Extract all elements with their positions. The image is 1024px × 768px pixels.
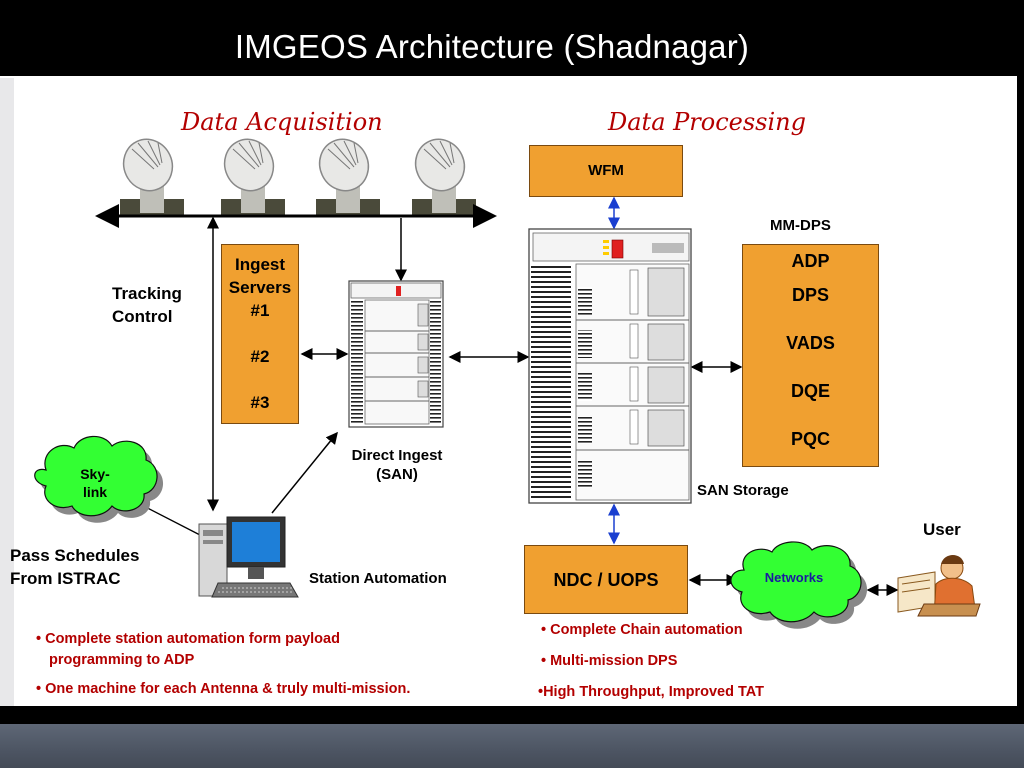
slide-left-strip <box>0 78 14 706</box>
server-rack-icon <box>348 280 444 428</box>
user-at-desk-icon <box>897 555 981 617</box>
slide-title: IMGEOS Architecture (Shadnagar) <box>234 28 750 65</box>
tracking-control-label: Tracking Control <box>112 282 182 328</box>
desktop-computer-icon <box>198 516 299 598</box>
mm-dps-item-dqe: DQE <box>790 381 830 401</box>
direct-ingest-line1: Direct Ingest <box>351 447 443 464</box>
heading-data-acquisition: Data Acquisition <box>181 108 383 136</box>
automation-to-ingest-arrow <box>271 431 338 514</box>
mm-dps-label: MM-DPS <box>770 217 831 234</box>
pass-schedules-label: Pass Schedules From ISTRAC <box>10 544 139 590</box>
mm-dps-item-vads: VADS <box>786 333 835 353</box>
pass-schedules-line2: From ISTRAC <box>10 569 121 588</box>
ingest-server-3: #3 <box>250 393 270 412</box>
ingest-servers-line2: Servers <box>228 278 292 297</box>
footer-band <box>0 724 1024 768</box>
mm-dps-box <box>742 244 879 467</box>
ingest-servers-box <box>221 244 299 424</box>
mm-dps-item-adp: ADP <box>791 251 830 271</box>
user-label: User <box>923 520 961 539</box>
mm-dps-item-pqc: PQC <box>790 429 830 449</box>
direct-ingest-line2: (SAN) <box>376 466 418 483</box>
left-bullet-1-line2: programming to ADP <box>49 652 195 668</box>
tracking-line1: Tracking <box>112 284 182 303</box>
antenna-dish-icon <box>412 138 476 217</box>
networks-label: Networks <box>764 570 824 585</box>
right-bullet-2: • Multi-mission DPS <box>541 653 678 669</box>
right-bullet-3: •High Throughput, Improved TAT <box>538 684 765 700</box>
ndc-uops-box <box>524 545 688 614</box>
antenna-dish-icon <box>221 138 285 217</box>
server-rack-icon <box>528 228 692 504</box>
skylink-line1: Sky- <box>80 466 110 482</box>
ingest-servers-line1: Ingest <box>234 255 286 274</box>
heading-data-processing: Data Processing <box>608 108 806 136</box>
cloud-icon <box>730 541 868 629</box>
title-bar <box>0 0 1024 78</box>
antenna-dish-icon <box>316 138 380 217</box>
skylink-label: Sky- link <box>60 465 130 501</box>
wfm-label: WFM <box>588 162 624 179</box>
left-bullet-1-line1: • Complete station automation form paylo… <box>36 631 340 647</box>
antenna-dish-icon <box>120 138 184 217</box>
left-bullet-2: • One machine for each Antenna & truly m… <box>36 681 411 697</box>
cloud-icon <box>34 435 164 523</box>
wfm-box <box>529 145 683 197</box>
right-bullet-1: • Complete Chain automation <box>541 622 743 638</box>
ndc-uops-label: NDC / UOPS <box>553 570 659 590</box>
direct-ingest-label: Direct Ingest (SAN) <box>340 446 454 484</box>
ingest-servers-label: Ingest Servers #1 #2 #3 <box>221 253 299 414</box>
station-automation-label: Station Automation <box>309 570 447 587</box>
mm-dps-items: ADP DPS VADS DQE PQC <box>742 249 879 463</box>
ingest-server-1: #1 <box>250 301 270 320</box>
skylink-line2: link <box>82 484 108 500</box>
tracking-line2: Control <box>112 307 173 326</box>
mm-dps-item-dps: DPS <box>791 285 829 305</box>
san-storage-label: SAN Storage <box>697 482 789 499</box>
ingest-server-2: #2 <box>250 347 270 366</box>
left-bullet-1: • Complete station automation form paylo… <box>36 629 340 671</box>
pass-schedules-line1: Pass Schedules <box>10 546 140 565</box>
